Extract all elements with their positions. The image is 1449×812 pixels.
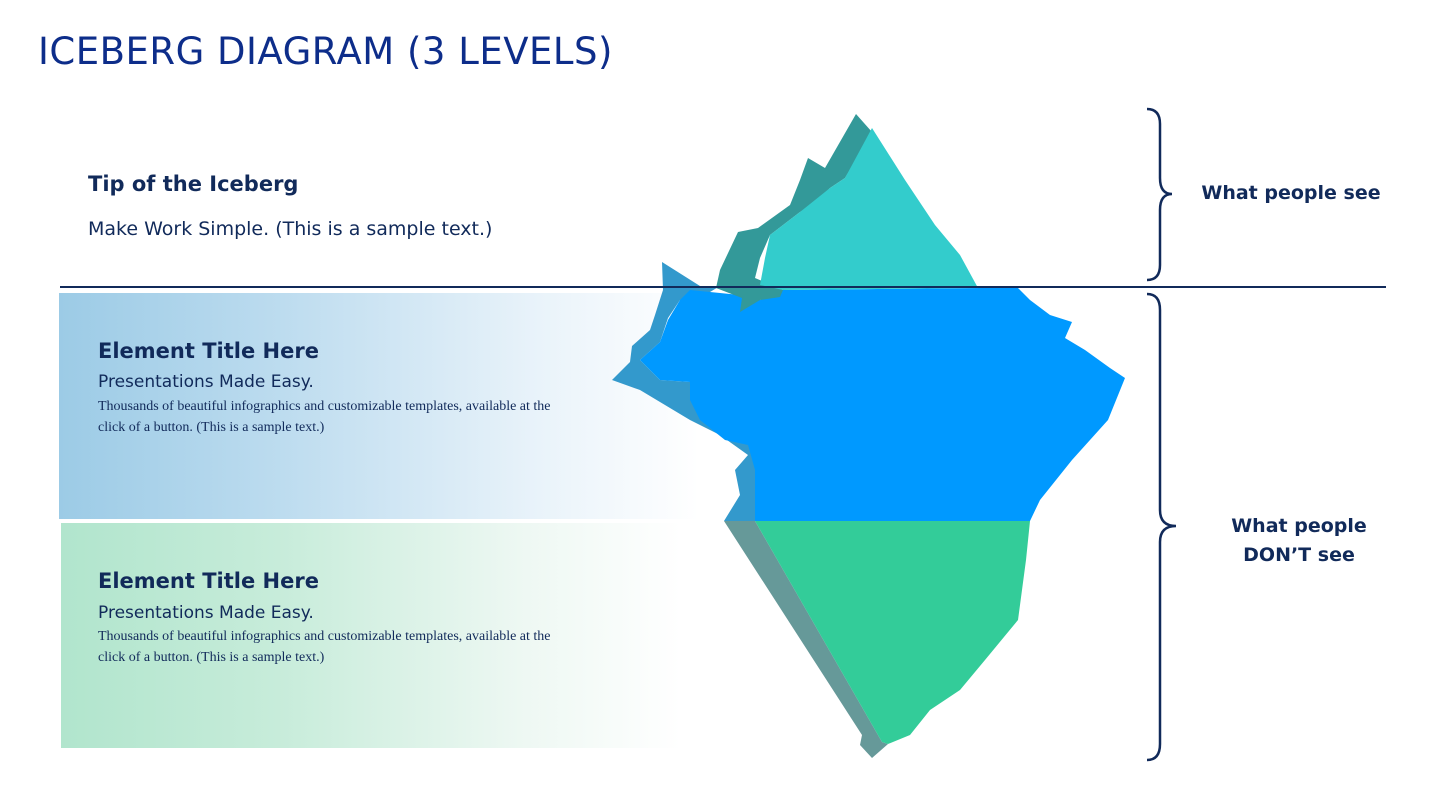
label-what-people-dont-see-line2: DON’T see bbox=[1243, 544, 1355, 566]
brace-above-waterline bbox=[1146, 107, 1173, 282]
level-2-subtitle: Presentations Made Easy. bbox=[98, 603, 314, 623]
level-1-subtitle: Presentations Made Easy. bbox=[98, 372, 314, 392]
level-1-band bbox=[59, 293, 699, 519]
label-what-people-see: What people see bbox=[1201, 182, 1381, 204]
slide-title: ICEBERG DIAGRAM (3 LEVELS) bbox=[38, 30, 613, 73]
label-what-people-dont-see-line1: What people bbox=[1231, 515, 1367, 537]
iceberg-middle-shadow bbox=[612, 262, 755, 521]
level-2-band bbox=[61, 523, 681, 748]
iceberg-bottom-face bbox=[755, 521, 1030, 744]
iceberg-tip-face bbox=[760, 128, 978, 290]
iceberg-bottom-shadow bbox=[724, 521, 888, 758]
iceberg-middle-face bbox=[640, 288, 1125, 521]
level-1-title: Element Title Here bbox=[98, 339, 319, 363]
level-2-body: Thousands of beautiful infographics and … bbox=[98, 629, 551, 665]
tip-heading: Tip of the Iceberg bbox=[88, 172, 299, 196]
level-2-title: Element Title Here bbox=[98, 569, 319, 593]
waterline bbox=[60, 286, 1386, 288]
brace-below-waterline bbox=[1146, 292, 1177, 762]
iceberg-tip-shadow bbox=[716, 114, 872, 312]
level-1-body: Thousands of beautiful infographics and … bbox=[98, 399, 551, 435]
tip-text: Make Work Simple. (This is a sample text… bbox=[88, 218, 493, 240]
